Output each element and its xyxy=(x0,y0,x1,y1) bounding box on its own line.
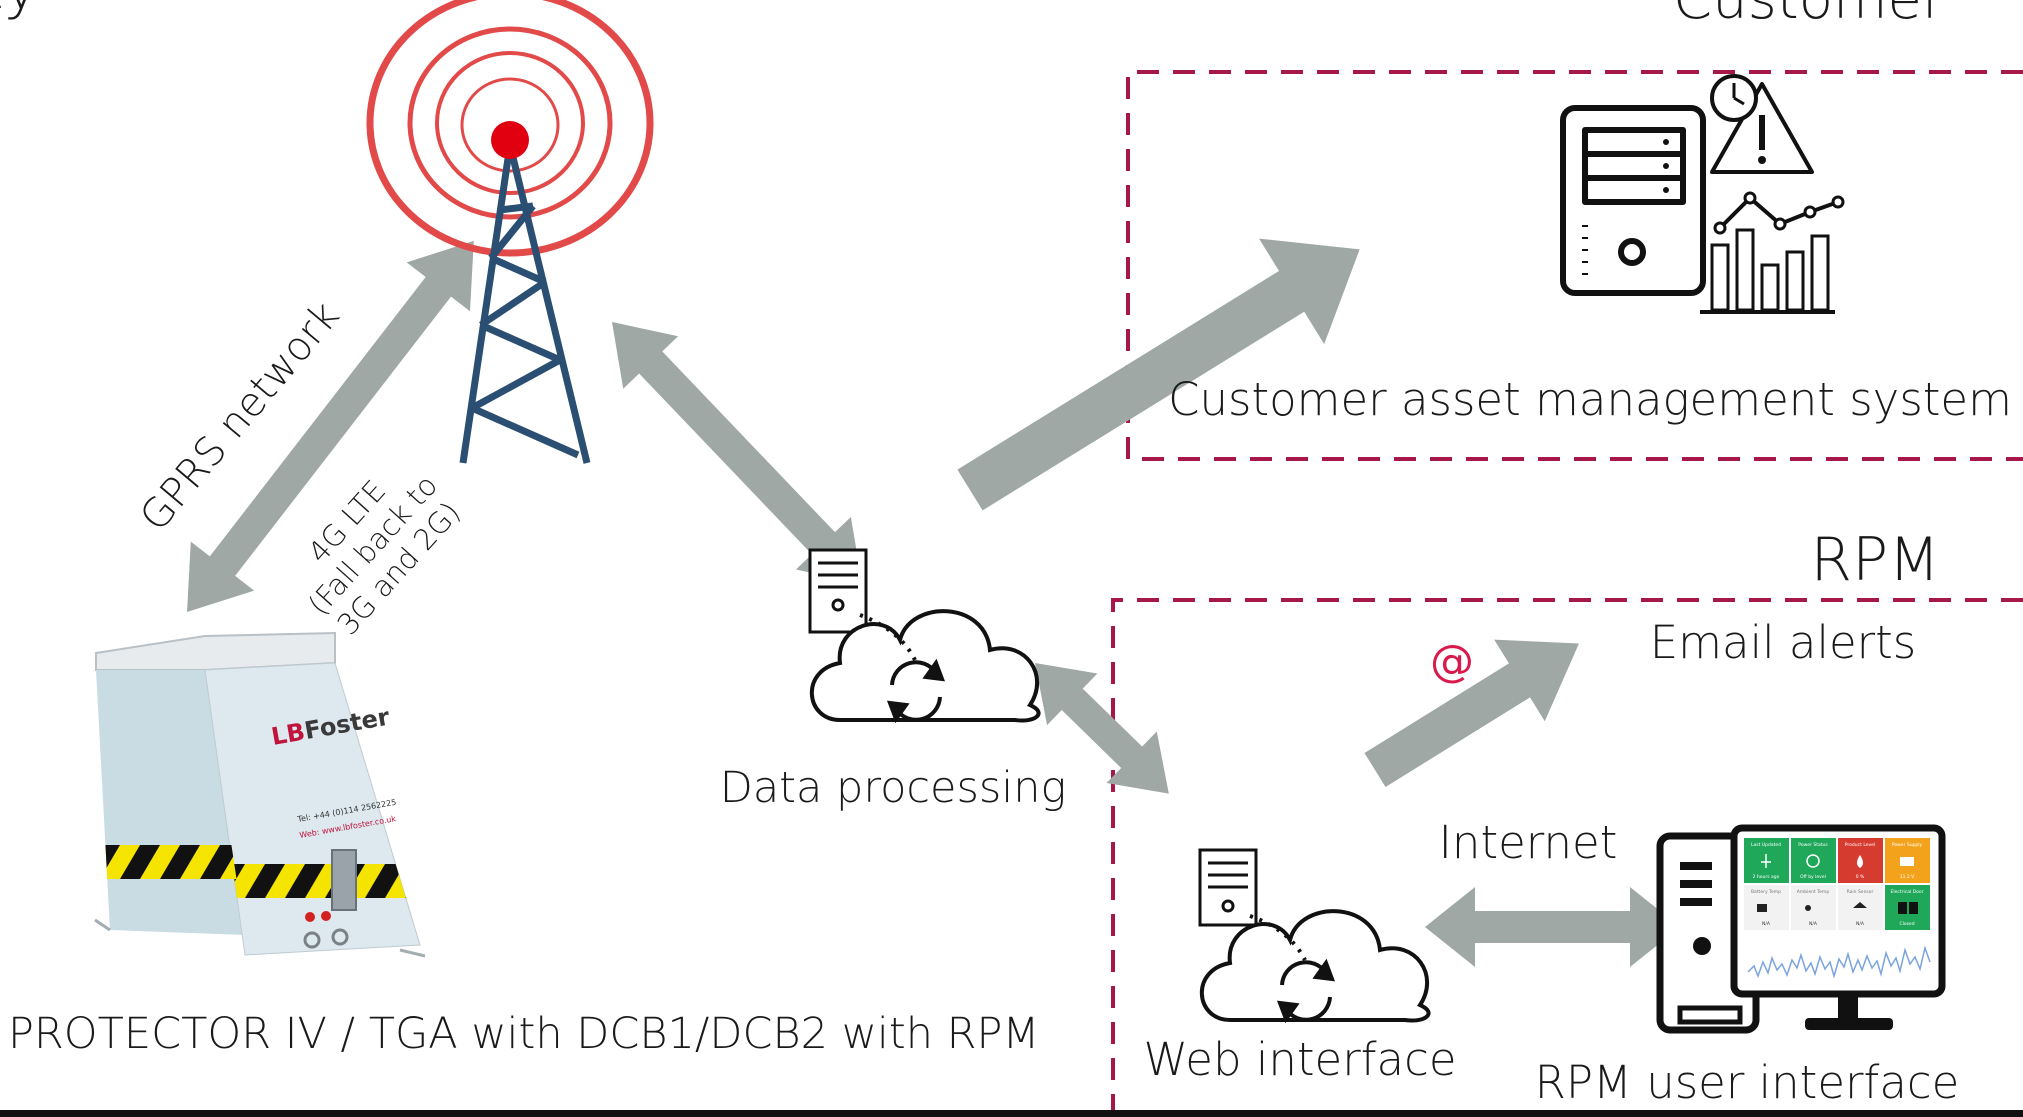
rpm-group-heading: RPM xyxy=(1810,525,1940,595)
svg-text:Battery Temp: Battery Temp xyxy=(1751,889,1781,895)
sync-icon xyxy=(1276,958,1336,1024)
svg-text:Power Status: Power Status xyxy=(1798,842,1828,848)
device-led-2 xyxy=(321,911,331,921)
device-led-1 xyxy=(305,912,315,922)
device-connector-1 xyxy=(303,931,321,949)
customer-system-label: Customer asset management system xyxy=(1168,373,2012,426)
rpm-ui-label: RPM user interface xyxy=(1535,1056,1960,1109)
internet-label: Internet xyxy=(1439,816,1618,869)
bar-chart-icon xyxy=(1700,191,1845,314)
svg-text:Off by level: Off by level xyxy=(1800,874,1826,880)
device-label: PROTECTOR IV / TGA with DCB1/DCB2 with R… xyxy=(8,1009,1040,1059)
email-alerts-label: Email alerts xyxy=(1650,616,1917,669)
device-latch xyxy=(331,849,357,911)
gprs-network-label: GPRS network xyxy=(131,293,348,540)
cloud-icon xyxy=(809,609,1041,724)
dashboard-tile: Power Supply 11.2 V xyxy=(1885,838,1930,883)
server-icon xyxy=(1198,848,1258,927)
web-email-arrow xyxy=(1364,639,1579,787)
svg-text:N/A: N/A xyxy=(1762,921,1771,927)
tower-mast xyxy=(459,144,591,464)
cell-tower-icon xyxy=(366,0,654,464)
data-processing-label: Data processing xyxy=(720,763,1067,813)
svg-text:11.2 V: 11.2 V xyxy=(1900,874,1915,880)
dashboard-sparkline xyxy=(1747,945,1931,979)
rpm-computer-icon: Last Updated 2 hours ago Power Status Of… xyxy=(1656,824,1946,1034)
protector-device-image: LBFoster Tel: +44 (0)114 2562225 Web: ww… xyxy=(94,631,426,958)
server-tower-icon xyxy=(1560,105,1706,296)
server-icon xyxy=(808,548,868,634)
dashboard-tile: Ambient Temp N/A xyxy=(1791,885,1836,930)
processing-customer-arrow xyxy=(957,238,1360,511)
dashboard-tile: Battery Temp N/A xyxy=(1744,885,1789,930)
device-connector-2 xyxy=(331,928,349,946)
svg-text:0 %: 0 % xyxy=(1856,874,1865,880)
dashboard-tile: Rain Sensor N/A xyxy=(1838,885,1883,930)
dashboard-tile: Power Status Off by level xyxy=(1791,838,1836,883)
cloud-icon xyxy=(1199,909,1431,1024)
svg-text:Product Level: Product Level xyxy=(1845,842,1875,848)
sync-icon xyxy=(886,658,946,724)
warning-icon xyxy=(1710,82,1814,174)
svg-text:Ambient Temp: Ambient Temp xyxy=(1797,889,1830,895)
processing-web-arrow xyxy=(1035,663,1169,794)
svg-text:N/A: N/A xyxy=(1856,921,1865,927)
svg-text:N/A: N/A xyxy=(1809,921,1818,927)
svg-text:Power Supply: Power Supply xyxy=(1892,842,1923,848)
gprs-arrow xyxy=(187,240,474,612)
dashboard-tile: Product Level 0 % xyxy=(1838,838,1883,883)
clock-icon xyxy=(1710,74,1758,122)
customer-group-heading: Customer xyxy=(1673,0,1945,32)
customer-system-icon xyxy=(1560,74,1845,314)
dashboard-screen: Last Updated 2 hours ago Power Status Of… xyxy=(1744,838,1931,979)
bottom-edge-bar xyxy=(0,1110,2023,1117)
svg-text:2 hours ago: 2 hours ago xyxy=(1753,874,1780,880)
tower-beacon xyxy=(491,121,529,159)
signal-rings xyxy=(366,0,654,257)
data-processing-icon xyxy=(808,548,1041,724)
web-interface-label: Web interface xyxy=(1143,1033,1456,1086)
web-interface-icon xyxy=(1198,848,1431,1024)
rpm-group-box xyxy=(1111,598,2023,1117)
svg-text:Closed: Closed xyxy=(1899,921,1914,927)
title-fragment: ty xyxy=(0,0,39,23)
internet-arrow xyxy=(1425,887,1680,967)
tower-processing-arrow xyxy=(612,322,863,584)
svg-text:Electrical Door: Electrical Door xyxy=(1891,889,1924,895)
svg-text:Rain Sensor: Rain Sensor xyxy=(1847,889,1874,895)
svg-text:Last Updated: Last Updated xyxy=(1751,842,1781,848)
dashboard-tile: Last Updated 2 hours ago xyxy=(1744,838,1789,883)
email-at-symbol: @ xyxy=(1430,636,1474,687)
customer-group-box xyxy=(1126,70,2023,461)
dashboard-tile: Electrical Door Closed xyxy=(1885,885,1930,930)
